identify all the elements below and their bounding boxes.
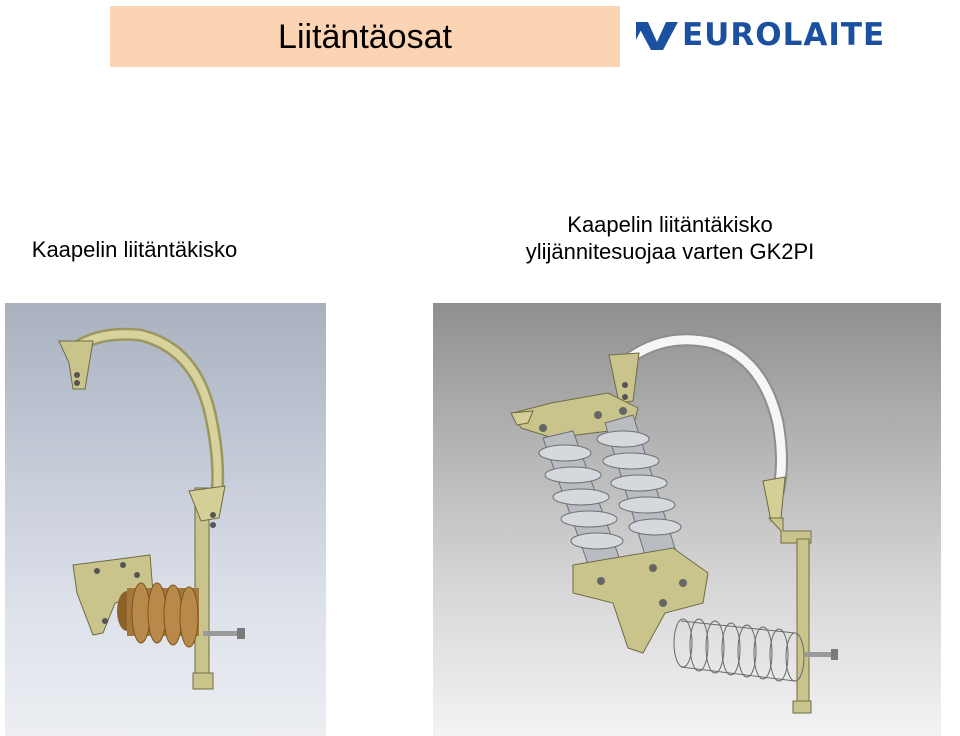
arrester-2: [596, 414, 682, 566]
slide-title: Liitäntäosat: [278, 17, 452, 56]
title-box: Liitäntäosat: [110, 6, 620, 67]
arrester-1: [538, 430, 624, 579]
logo-text: EUROLAITE: [682, 17, 886, 53]
surge-arrester-rail-image: [433, 303, 941, 736]
caption-right-line-2: ylijännitesuojaa varten GK2PI: [525, 239, 815, 264]
caption-right: Kaapelin liitäntäkisko ylijännitesuojaa …: [490, 211, 850, 265]
cable-rail-illustration: [58, 327, 245, 690]
surge-arrester-illustration: [510, 333, 838, 714]
cable-rail-image: [5, 303, 326, 736]
caption-left: Kaapelin liitäntäkisko: [31, 237, 238, 262]
caption-right-line-1: Kaapelin liitäntäkisko: [567, 212, 773, 237]
logo-mark-icon: [636, 22, 678, 50]
wireframe-insulator: [673, 618, 805, 682]
eurolaite-logo: EUROLAITE: [636, 17, 958, 53]
